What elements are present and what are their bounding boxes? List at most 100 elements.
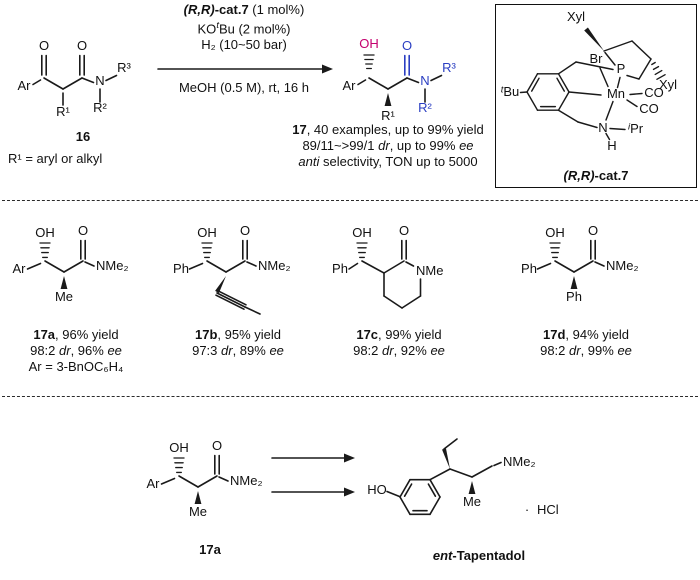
summary-yield: , 40 examples, up to 99% yield <box>306 122 484 137</box>
atom-label-r3: R³ <box>442 60 456 75</box>
summary-line-3: anti selectivity, TON up to 5000 <box>298 154 478 169</box>
substrate-16-structure: Ar O O N R³ R¹ R² <box>18 38 132 119</box>
r1-definition-note: R¹ = aryl or alkyl <box>8 151 103 166</box>
hashed-wedge-oh <box>39 242 51 259</box>
structure-17d: OH Ph Ph O NMe₂ <box>521 223 639 304</box>
product-17-structure: OH Ar O N R³ R¹ R² <box>343 36 457 123</box>
atom-label-o: O <box>78 223 88 238</box>
transformation-arrows <box>271 453 355 497</box>
tbu-label: tBu <box>501 84 520 99</box>
product-number: 17 <box>292 122 307 137</box>
structure-17a: OH Ar Me O NMe₂ <box>13 223 129 304</box>
phosphorus-label: P <box>617 61 626 76</box>
atom-label-ph: Ph <box>173 261 189 276</box>
tapentadol-caption: ent-Tapentadol <box>432 548 526 563</box>
compound-17a-bottom-block: OH Ar Me O NMe₂ 17a <box>135 430 285 558</box>
atom-label-ph: Ph <box>332 261 348 276</box>
atom-label-oh: OH <box>545 225 565 240</box>
atom-label-r1: R¹ <box>381 108 395 123</box>
bonds <box>348 239 422 309</box>
atom-label-r2: R² <box>418 100 432 115</box>
bold-wedge-me <box>468 481 476 494</box>
arrowhead <box>344 453 355 463</box>
conditions-line-1: (R,R)-cat.7 (1 mol%) <box>148 2 340 18</box>
bold-wedge-xyl-top <box>584 27 604 51</box>
structure-17c: OH Ph O NMe <box>332 223 443 309</box>
atom-label-o: O <box>240 223 250 238</box>
atom-label-r1: R¹ <box>56 104 70 119</box>
atom-label-o: O <box>77 38 87 53</box>
atom-label-nme2: NMe₂ <box>503 454 536 469</box>
example-17c-block: OH Ph O NMe 17c, 99% yield 98:2 dr, 92% … <box>323 215 475 359</box>
catalyst-name-bold: -cat.7 <box>214 2 249 17</box>
atom-label-nme2: NMe₂ <box>258 258 291 273</box>
atom-label-n: N <box>95 73 104 88</box>
caption-17c: 17c, 99% yield 98:2 dr, 92% ee <box>353 327 445 358</box>
conditions-line-2: KOtBu (2 mol%) <box>148 18 340 37</box>
atom-label-me: Me <box>55 289 73 304</box>
hashed-wedge-oh <box>201 242 213 259</box>
atom-label-ho: HO <box>367 482 387 497</box>
bold-wedge-propargyl <box>215 276 226 294</box>
hashed-wedge-oh <box>356 242 368 259</box>
caption-17b: 17b, 95% yield 97:3 dr, 89% ee <box>192 327 284 358</box>
catalyst-structure: Xyl Xyl P Br Mn CO CO N H tBu iPr <box>501 9 677 153</box>
bonds <box>357 54 443 103</box>
catalyst-loading: (1 mol%) <box>248 2 305 17</box>
dr-word: dr <box>378 138 390 153</box>
ipr-label: iPr <box>628 121 644 136</box>
arrowhead <box>322 64 333 74</box>
hashed-wedge-oh <box>173 457 185 474</box>
xyl-right-label: Xyl <box>659 77 677 92</box>
atom-label-r2: R² <box>93 100 107 115</box>
bold-wedge-r1 <box>384 93 392 106</box>
structure-17b: OH Ph O NMe₂ <box>173 223 291 315</box>
atom-label-oh: OH <box>352 225 372 240</box>
reaction-arrow <box>157 64 333 74</box>
tapentadol-block: HO Me NMe₂ · HCl ent-Tapentadol <box>360 428 598 564</box>
atom-label-o: O <box>588 223 598 238</box>
caption-17a-bottom: 17a <box>199 542 221 557</box>
base-rest: Bu (2 mol%) <box>218 21 291 37</box>
catalyst-caption: (R,R)-cat.7 <box>563 168 629 183</box>
salt-hcl-label: HCl <box>537 502 559 517</box>
atom-label-o: O <box>39 38 49 53</box>
catalyst-name-italic: (R,R) <box>183 2 215 17</box>
example-17d-block: OH Ph Ph O NMe₂ 17d, 94% yield 98:2 dr, … <box>510 215 662 359</box>
anti-word: anti <box>298 154 320 169</box>
bold-wedge-me <box>194 491 202 504</box>
bonds <box>519 40 652 141</box>
base-superscript: t <box>216 20 219 31</box>
atom-label-ph: Ph <box>521 261 537 276</box>
atom-label-oh: OH <box>169 440 189 455</box>
atom-label-me: Me <box>189 504 207 519</box>
hashed-wedge-xyl-right <box>651 61 666 80</box>
caption-17d: 17d, 94% yield 98:2 dr, 99% ee <box>540 327 632 358</box>
bonds <box>536 239 605 273</box>
ee-word: ee <box>459 138 474 153</box>
atom-label-nme2: NMe₂ <box>230 473 263 488</box>
structure-17a-bottom: OH Ar Me O NMe₂ <box>147 438 263 519</box>
scope-summary: 17, 40 examples, up to 99% yield 89/11~>… <box>238 122 538 170</box>
xyl-top-label: Xyl <box>567 9 585 24</box>
structure-tapentadol: HO Me NMe₂ · HCl <box>367 438 559 517</box>
hashed-wedge-oh <box>363 54 375 70</box>
atom-label-o: O <box>212 438 222 453</box>
atom-label-oh: OH <box>197 225 217 240</box>
hashed-wedge-oh <box>549 242 561 259</box>
ar-note: Ar = 3-BnOC₆H₄ <box>28 359 124 374</box>
arrowhead <box>344 487 355 497</box>
atom-label-o: O <box>399 223 409 238</box>
bold-wedge-me <box>60 276 68 289</box>
atom-label-me: Me <box>463 494 481 509</box>
atom-label-nme2: NMe₂ <box>606 258 639 273</box>
atom-label-ar: Ar <box>18 78 32 93</box>
atom-label-nme: NMe <box>416 263 443 278</box>
bonds <box>26 239 95 273</box>
bold-wedge-ethyl <box>442 448 450 469</box>
atom-label-r3: R³ <box>117 60 131 75</box>
atom-label-ph-sub: Ph <box>566 289 582 304</box>
example-17a-block: OH Ar Me O NMe₂ 17a, 96% yield 98:2 dr, … <box>0 215 152 375</box>
atom-label-nme2: NMe₂ <box>96 258 129 273</box>
catalyst-box: Xyl Xyl P Br Mn CO CO N H tBu iPr (R,R)-… <box>495 4 697 188</box>
